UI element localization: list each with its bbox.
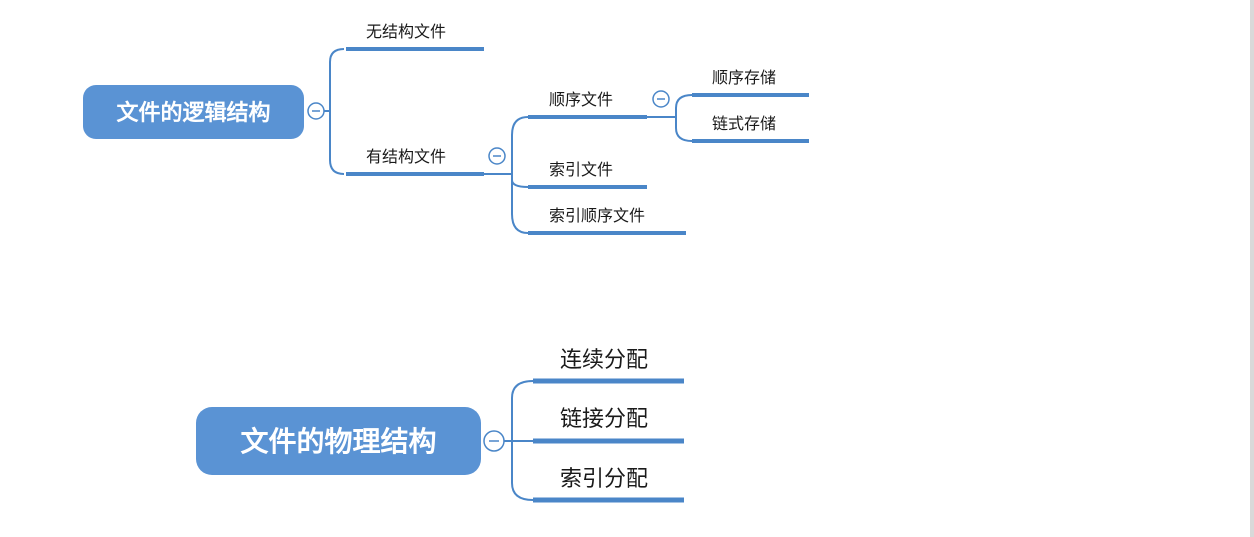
root-node-label: 文件的物理结构 [240,425,436,458]
collapse-icon[interactable] [483,430,505,452]
mind-map-physical: 文件的物理结构 连续分配 链接分配 索引分配 [196,348,684,503]
node-label[interactable]: 无结构文件 [366,22,446,41]
node-label[interactable]: 有结构文件 [366,147,446,166]
node-label[interactable]: 索引文件 [549,160,613,179]
collapse-icon[interactable] [307,102,325,120]
collapse-icon[interactable] [652,90,670,108]
node-label[interactable]: 链式存储 [712,114,776,133]
root-node-logical[interactable] [83,85,304,139]
mind-map-logical: 文件的逻辑结构 无结构文件 有结构文件 顺序文件 顺序存 [83,22,809,235]
node-label[interactable]: 索引分配 [560,467,648,492]
connector [675,94,693,142]
connector [329,48,345,175]
connector [511,116,529,234]
window-edge [1250,0,1254,537]
node-label[interactable]: 索引顺序文件 [549,206,645,225]
root-node-label: 文件的逻辑结构 [116,100,270,126]
node-label[interactable]: 链接分配 [560,407,648,432]
node-label[interactable]: 连续分配 [560,348,648,373]
node-label[interactable]: 顺序文件 [549,90,613,109]
connector [511,179,529,188]
collapse-icon[interactable] [488,147,506,165]
node-label[interactable]: 顺序存储 [712,68,776,87]
root-node-physical[interactable] [196,407,481,475]
